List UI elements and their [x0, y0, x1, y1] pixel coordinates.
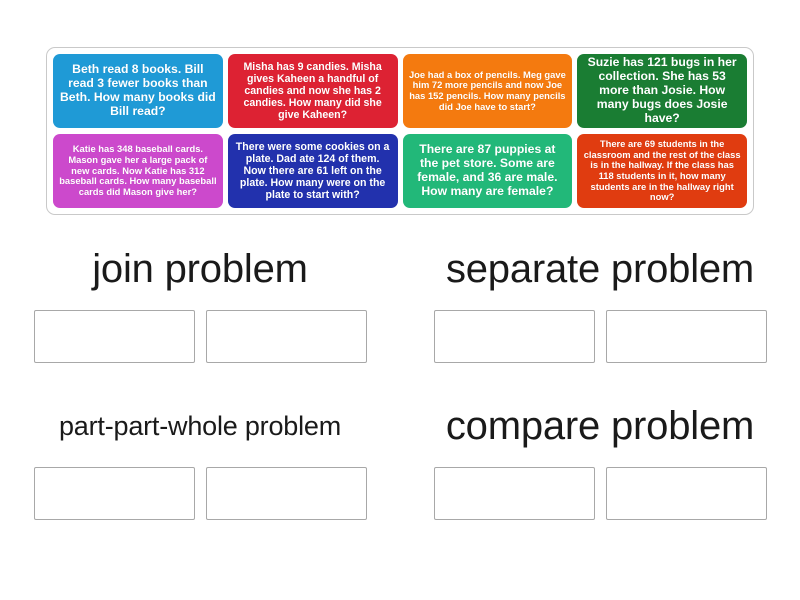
draggable-tile-4[interactable]: Suzie has 121 bugs in her collection. Sh… [577, 54, 747, 128]
dropzone-separate-problem-1[interactable] [433, 310, 595, 363]
draggable-tile-6[interactable]: There were some cookies on a plate. Dad … [227, 134, 398, 208]
category-grid: join problem separate problem part-part-… [0, 232, 800, 520]
category-join-problem: join problem [0, 232, 400, 363]
dropzone-compare-problem-1[interactable] [433, 467, 595, 520]
draggable-tile-8[interactable]: There are 69 students in the classroom a… [577, 134, 747, 208]
category-label: compare problem [445, 403, 755, 448]
dropzone-group [400, 467, 800, 520]
category-label: separate problem [445, 246, 755, 291]
dropzone-separate-problem-2[interactable] [605, 310, 767, 363]
tile-text: Misha has 9 candies. Misha gives Kaheen … [243, 60, 382, 122]
category-label: part-part-whole problem [58, 410, 342, 441]
tile-text: There were some cookies on a plate. Dad … [235, 140, 390, 202]
category-row: join problem separate problem [0, 232, 800, 363]
category-label-wrap: separate problem [400, 232, 800, 306]
tile-text: Suzie has 121 bugs in her collection. Sh… [587, 55, 737, 125]
dropzone-join-problem-1[interactable] [33, 310, 195, 363]
category-label: join problem [92, 246, 308, 291]
dropzone-compare-problem-2[interactable] [605, 467, 767, 520]
tile-text: Joe had a box of pencils. Meg gave him 7… [408, 68, 566, 112]
category-label-wrap: compare problem [400, 389, 800, 463]
tile-row: Katie has 348 baseball cards. Mason gave… [53, 134, 747, 208]
tile-row: Beth read 8 books. Bill read 3 fewer boo… [53, 54, 747, 128]
tile-text: There are 87 puppies at the pet store. S… [417, 142, 558, 198]
dropzone-join-problem-2[interactable] [205, 310, 367, 363]
category-compare-problem: compare problem [400, 389, 800, 520]
tile-text: Beth read 8 books. Bill read 3 fewer boo… [60, 62, 216, 118]
tile-text: Katie has 348 baseball cards. Mason gave… [59, 143, 217, 198]
draggable-tile-7[interactable]: There are 87 puppies at the pet store. S… [402, 134, 573, 208]
category-row: part-part-whole problem compare problem [0, 389, 800, 520]
tile-text: There are 69 students in the classroom a… [583, 137, 741, 203]
draggable-tile-2[interactable]: Misha has 9 candies. Misha gives Kaheen … [227, 54, 398, 128]
category-separate-problem: separate problem [400, 232, 800, 363]
tile-tray: Beth read 8 books. Bill read 3 fewer boo… [46, 47, 754, 215]
draggable-tile-3[interactable]: Joe had a box of pencils. Meg gave him 7… [402, 54, 573, 128]
category-label-wrap: join problem [0, 232, 400, 306]
draggable-tile-1[interactable]: Beth read 8 books. Bill read 3 fewer boo… [53, 54, 223, 128]
category-part-part-whole-problem: part-part-whole problem [0, 389, 400, 520]
dropzone-group [0, 467, 400, 520]
dropzone-part-part-whole-problem-1[interactable] [33, 467, 195, 520]
dropzone-part-part-whole-problem-2[interactable] [205, 467, 367, 520]
dropzone-group [400, 310, 800, 363]
dropzone-group [0, 310, 400, 363]
draggable-tile-5[interactable]: Katie has 348 baseball cards. Mason gave… [53, 134, 223, 208]
category-label-wrap: part-part-whole problem [0, 389, 400, 463]
